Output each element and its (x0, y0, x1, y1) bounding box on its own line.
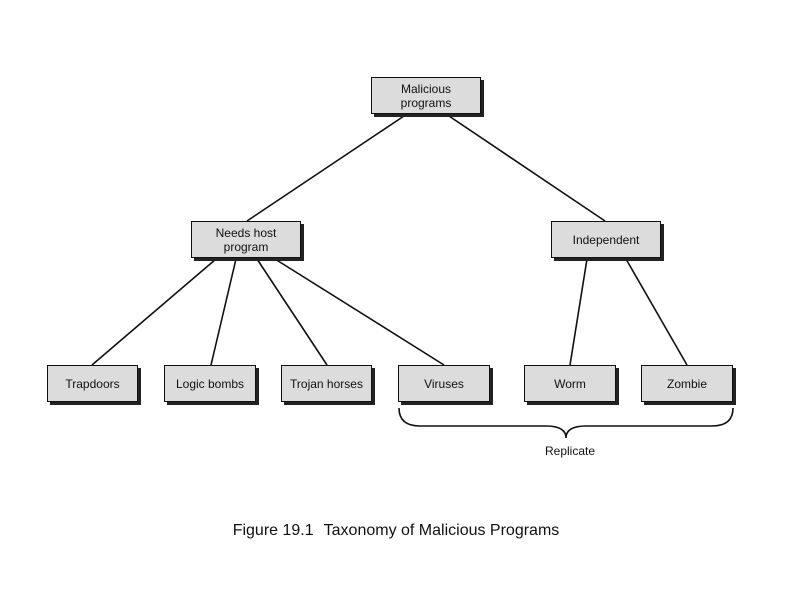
node-label: Independent (572, 232, 640, 247)
node-label: Viruses (424, 376, 464, 391)
node-label: Logic bombs (175, 376, 245, 391)
node-viruses: Viruses (398, 365, 490, 402)
edge-needs-host-trojan-horses (256, 258, 328, 366)
edge-independent-worm (569, 258, 588, 366)
edge-needs-host-viruses (274, 258, 445, 366)
replicate-label: Replicate (544, 444, 596, 458)
node-trojan-horses: Trojan horses (281, 365, 372, 402)
figure-number: Figure 19.1 (232, 522, 314, 539)
node-independent: Independent (551, 221, 661, 258)
node-label: Malicious programs (400, 81, 452, 110)
node-trapdoors: Trapdoors (47, 365, 138, 402)
node-logic-bombs: Logic bombs (164, 365, 256, 402)
figure-caption: Figure 19.1 Taxonomy of Malicious Program… (0, 522, 792, 540)
edge-independent-zombie (625, 258, 688, 366)
edge-malicious-needs-host (246, 113, 408, 222)
edge-needs-host-logic-bombs (210, 258, 237, 366)
edge-needs-host-trapdoors (91, 258, 217, 366)
edge-malicious-independent (445, 113, 606, 222)
node-label: Trapdoors (65, 376, 120, 391)
node-needs-host-program: Needs host program (191, 221, 301, 258)
node-label: Needs host program (215, 225, 277, 254)
replicate-brace (398, 407, 734, 439)
node-label: Worm (554, 376, 586, 391)
node-label: Zombie (666, 376, 707, 391)
node-label: Trojan horses (290, 376, 363, 391)
node-zombie: Zombie (641, 365, 733, 402)
figure-title: Taxonomy of Malicious Programs (323, 522, 560, 539)
node-malicious-programs: Malicious programs (371, 77, 481, 114)
node-worm: Worm (524, 365, 616, 402)
